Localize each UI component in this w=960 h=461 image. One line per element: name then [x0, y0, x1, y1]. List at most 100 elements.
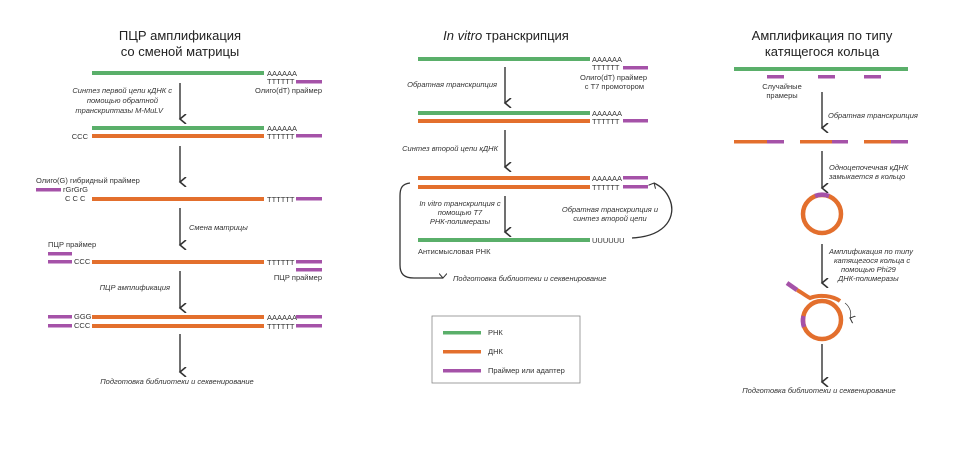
oligo-g-primer-label: Олиго(G) гибридный праймер [36, 176, 140, 185]
pcr-primer [48, 252, 72, 256]
oligo-dt-primer [296, 134, 322, 138]
bracket-arrow-icon [399, 182, 443, 278]
pcr-primer [296, 268, 322, 272]
rna-strand [734, 67, 908, 71]
panel2-title-italic: In vitro [443, 28, 482, 43]
poly-a-label: AAAAAA [267, 124, 297, 133]
antisense-rna-strand [418, 238, 590, 242]
pcr-primer-left-label: ПЦР праймер [48, 240, 96, 249]
t7-promoter [623, 176, 648, 180]
adapter [296, 324, 322, 328]
t7-primer-label-line2: с T7 промотором [585, 82, 644, 91]
dsdna-bottom-strand [418, 185, 590, 189]
step1-label-line3: транскриптазы M-MuLV [75, 106, 164, 115]
step3-label-line1: In vitro транскрипция с [419, 199, 501, 208]
final-step-label: Подготовка библиотеки и секвенирование [100, 377, 253, 386]
rgrgrg-label: rGrGrG [63, 185, 88, 194]
random-primers-label-line2: прамеры [766, 91, 797, 100]
pcr-primer-right-label: ПЦР праймер [274, 273, 322, 282]
poly-t-label: TTTTTT [267, 258, 295, 267]
poly-t-label: TTTTTT [592, 183, 620, 192]
poly-a-label: AAAAAA [592, 55, 622, 64]
antisense-rna-label: Антисмысловая РНК [418, 247, 491, 256]
t7-oligo-dt-primer [623, 119, 648, 123]
rna-strand [418, 57, 590, 61]
poly-a-label: AAAAAA [267, 313, 297, 322]
cdna-fragment [734, 140, 767, 144]
panel1-title-line1: ПЦР амплификация [119, 28, 241, 43]
poly-a-label: AAAAAA [267, 69, 297, 78]
dsdna-bottom-strand [92, 324, 264, 328]
panel-rolling-circle: Амплификация по типу катящегося кольца С… [734, 28, 918, 395]
random-primer [818, 75, 835, 79]
adapter [48, 260, 72, 264]
final-step-label: Подготовка библиотеки и секвенирование [742, 386, 895, 395]
primer-segment [891, 140, 908, 144]
step2-label-line1: Одноцепочечная кДНК [829, 163, 909, 172]
cdna-strand [418, 119, 590, 123]
step1-label-line2: помощью обратной [87, 96, 159, 105]
legend-label-rna: РНК [488, 328, 503, 337]
cdna-strand [92, 197, 264, 201]
panel3-title-line2: катящегося кольца [765, 44, 880, 59]
poly-t-label: TTTTTT [592, 117, 620, 126]
dsdna-top-strand [92, 315, 264, 319]
random-primer [864, 75, 881, 79]
step3-label-line3: помощью Phi29 [841, 265, 897, 274]
t7-promoter [623, 185, 648, 189]
circular-template [800, 298, 844, 342]
poly-t-label: TTTTTT [267, 132, 295, 141]
step1-label: Обратная транскрипция [407, 80, 497, 89]
panel3-title-line1: Амплификация по типу [752, 28, 893, 43]
loop-arrow-icon [631, 183, 673, 239]
legend: РНК ДНК Праймер или адаптер [431, 315, 581, 384]
poly-t-label: TTTTTT [267, 322, 295, 331]
cdna-fragment [800, 140, 832, 144]
step3-label-line4: ДНК-полимеразы [837, 274, 899, 283]
legend-label-dna: ДНК [488, 347, 503, 356]
poly-a-label: AAAAAA [592, 109, 622, 118]
ccc-label: CCC [74, 257, 91, 266]
step1-label: Обратная транскрипция [828, 111, 918, 120]
panel1-title-line2: со сменой матрицы [121, 44, 240, 59]
legend-swatch-primer [443, 369, 481, 373]
step3-label-line3: РНК-полимеразы [430, 217, 491, 226]
poly-a-label: AAAAAA [592, 174, 622, 183]
rna-strand [418, 111, 590, 115]
cdna-strand [92, 260, 264, 264]
circular-template-primer-segment [800, 315, 807, 328]
oligo-dt-primer [296, 197, 322, 201]
cdna-strand [92, 134, 264, 138]
legend-swatch-dna [443, 350, 481, 354]
final-step-label: Подготовка библиотеки и секвенирование [453, 274, 606, 283]
displaced-strand-primer [785, 281, 799, 292]
c-c-c-label: C C C [65, 194, 86, 203]
loop-label-line2: синтез второй цепи [573, 214, 647, 223]
cdna-fragment [864, 140, 891, 144]
adapter [48, 324, 72, 328]
ccc-label: CCC [74, 321, 91, 330]
step3-label-line2: катящегося кольца с [834, 256, 910, 265]
legend-label-primer: Праймер или адаптер [488, 366, 565, 375]
panel-in-vitro-transcription: In vitro транскрипция AAAAAA TTTTTT Олиг… [399, 28, 673, 384]
rna-strand [92, 71, 264, 75]
circular-cdna-primer-segment [814, 192, 830, 199]
poly-t-label: TTTTTT [267, 195, 295, 204]
random-primers-label-line1: Случайные [762, 82, 802, 91]
dsdna-top-strand [418, 176, 590, 180]
step2-label-line2: замыкается в кольцо [828, 172, 905, 181]
primer-segment [832, 140, 848, 144]
oligo-dt-primer [296, 80, 322, 84]
rotation-arrow-icon [844, 302, 851, 318]
step3-label-line1: Амплификация по типу [828, 247, 914, 256]
ccc-label: CCC [72, 132, 89, 141]
step3-label-line2: помощью T7 [438, 208, 483, 217]
poly-t-label: TTTTTT [267, 77, 295, 86]
panel-template-switching-pcr: ПЦР амплификация со сменой матрицы AAAAA… [36, 28, 322, 386]
oligo-dt-primer [296, 260, 322, 264]
displaced-strand [796, 288, 842, 303]
step2-label: Синтез второй цепи кДНК [402, 144, 498, 153]
legend-swatch-rna [443, 331, 481, 335]
step3-label: ПЦР амплификация [100, 283, 170, 292]
